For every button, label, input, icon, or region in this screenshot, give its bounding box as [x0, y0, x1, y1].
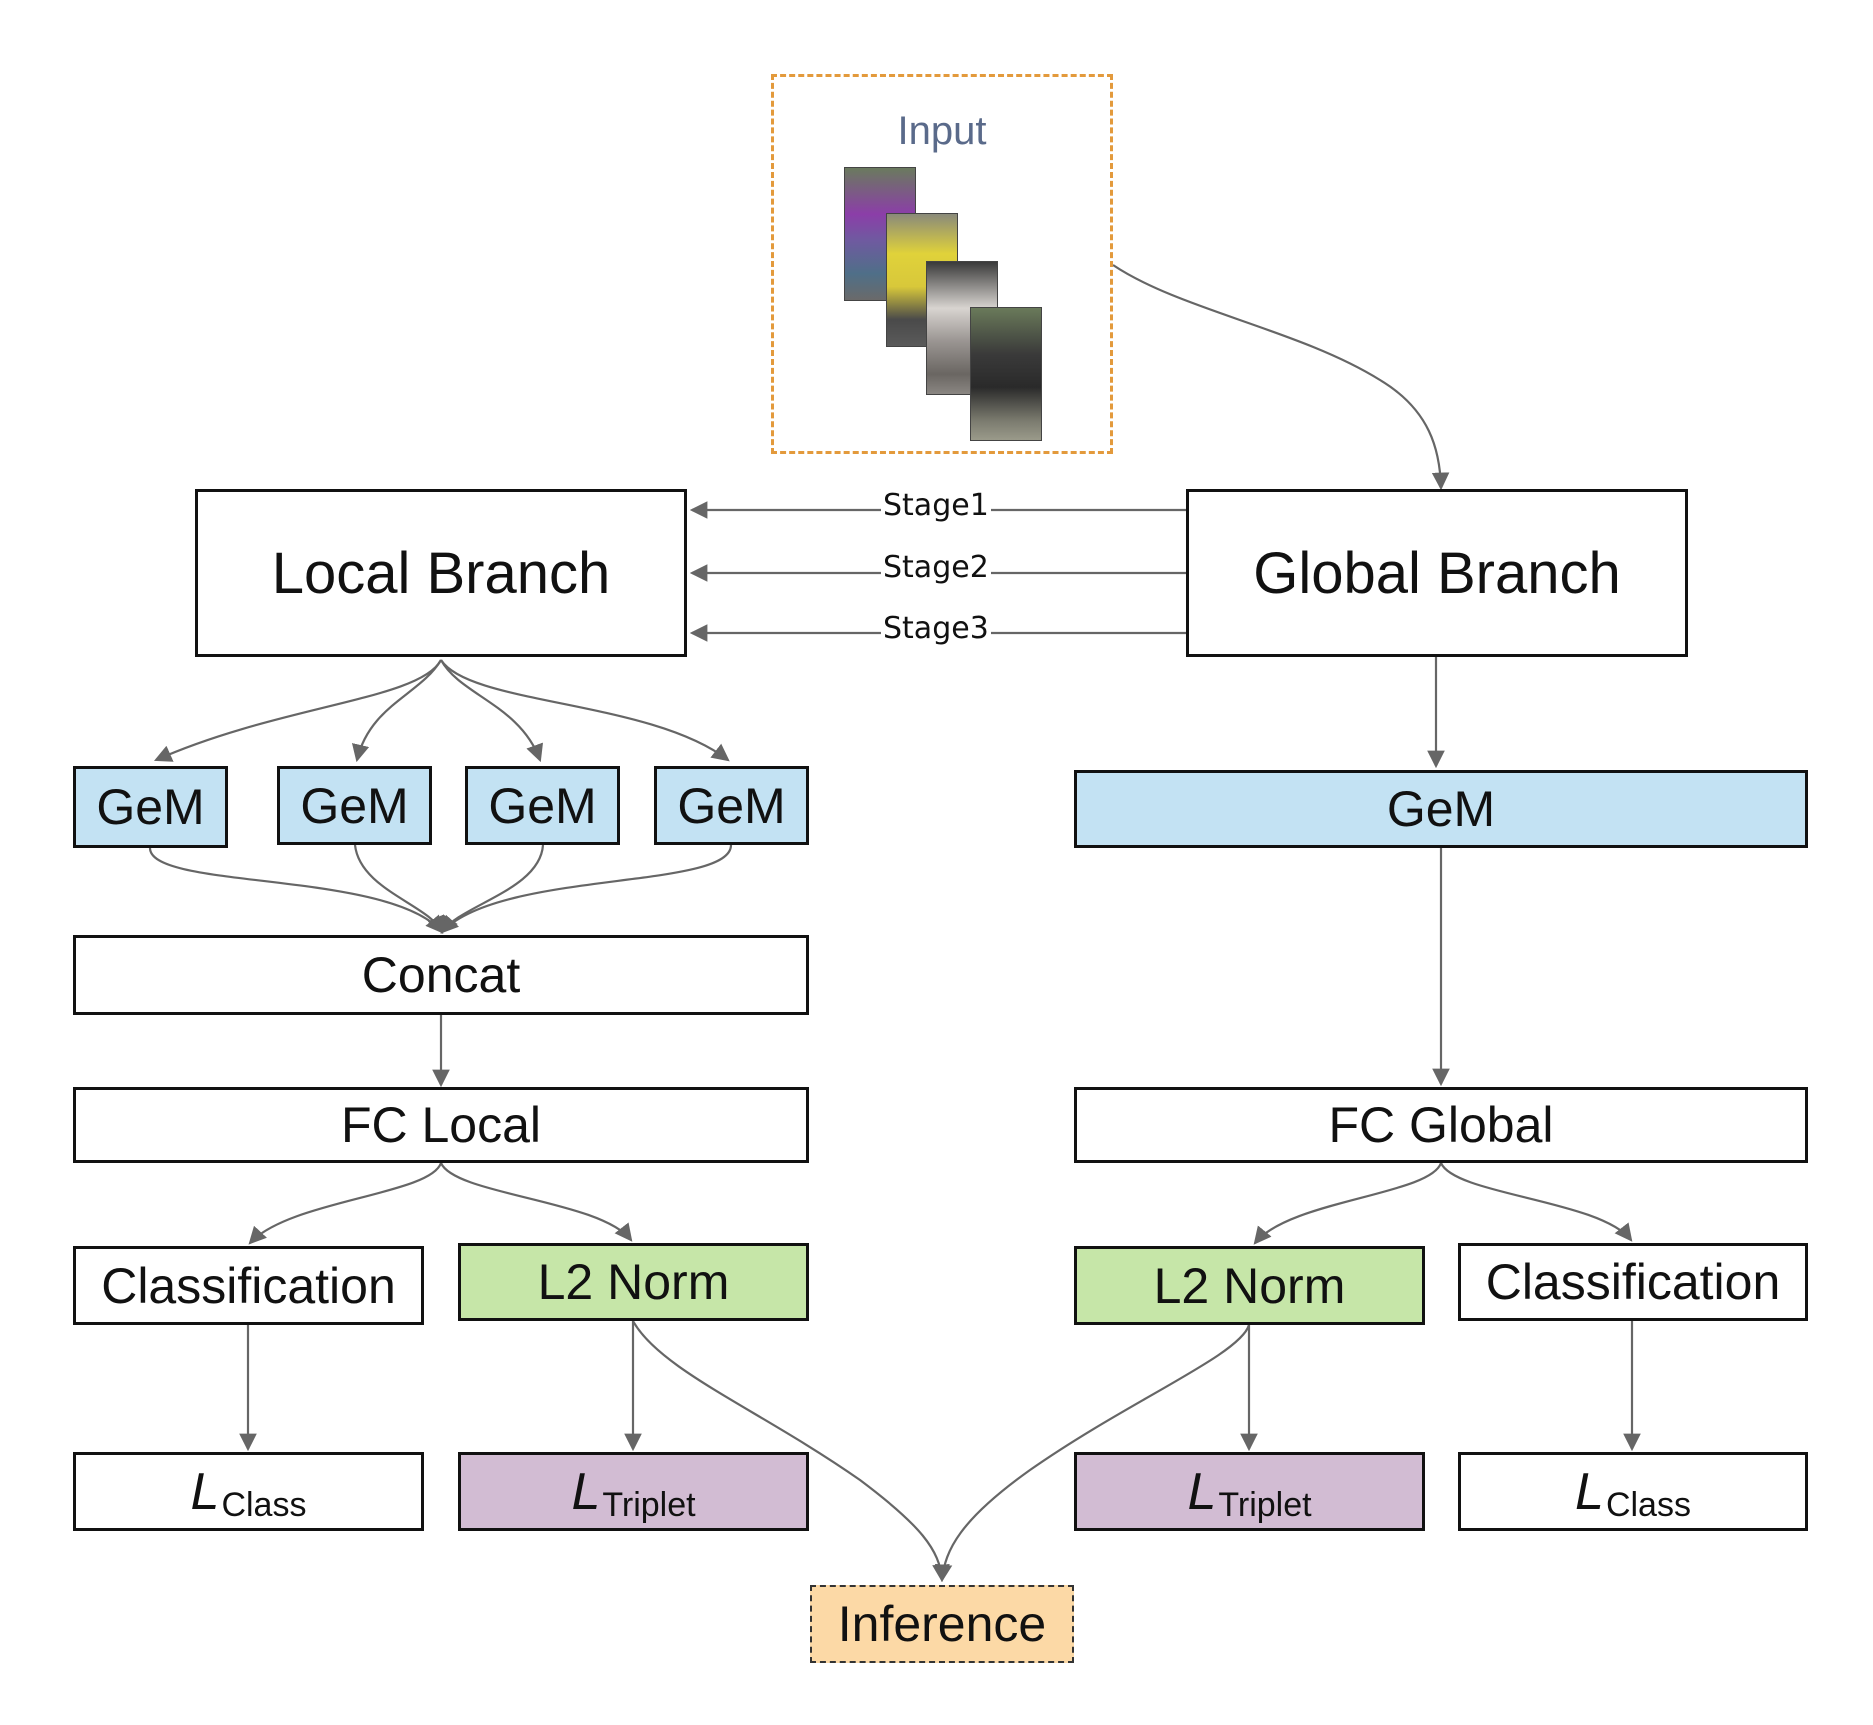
edge-local-gem1 — [153, 659, 442, 762]
local-gem-4: GeM — [654, 766, 809, 845]
loss-subscript: Class — [221, 1486, 307, 1524]
stage3-label: Stage3 — [881, 611, 991, 646]
global-l2norm-box: L2 Norm — [1074, 1246, 1425, 1325]
edge-gem2-concat — [353, 844, 444, 935]
edge-local-gem4 — [440, 659, 730, 762]
loss-symbol: L — [1575, 1462, 1604, 1521]
edge-l2global-inference — [934, 1324, 1251, 1583]
edge-gem4-concat — [440, 844, 733, 934]
concat-box: Concat — [73, 935, 809, 1015]
local-gem-2: GeM — [277, 766, 432, 845]
edge-fclocal-class — [248, 1162, 443, 1245]
stage1-label: Stage1 — [881, 488, 991, 523]
local-branch-box: Local Branch — [195, 489, 687, 657]
loss-subscript: Triplet — [1218, 1486, 1312, 1524]
input-frame: Input — [771, 74, 1113, 454]
loss-subscript: Class — [1605, 1486, 1691, 1524]
input-thumbnail-4 — [970, 307, 1042, 441]
input-label: Input — [897, 109, 987, 153]
loss-symbol: L — [1187, 1462, 1217, 1521]
local-l2norm-box: L2 Norm — [458, 1243, 809, 1321]
edge-gem1-concat — [148, 847, 444, 934]
inference-box: Inference — [810, 1585, 1074, 1663]
edge-fcglobal-class — [1439, 1162, 1633, 1242]
loss-symbol: L — [190, 1462, 220, 1521]
edge-l2local-inference — [632, 1320, 950, 1583]
loss-symbol: L — [571, 1462, 601, 1521]
local-gem-3: GeM — [465, 766, 620, 845]
loss-subscript: Triplet — [602, 1486, 696, 1524]
edge-input-global — [1112, 264, 1450, 491]
global-gem: GeM — [1074, 770, 1808, 848]
local-classification-box: Classification — [73, 1246, 424, 1325]
global-branch-label: Global Branch — [1253, 540, 1621, 606]
fc-local-box: FC Local — [73, 1087, 809, 1163]
edge-fclocal-l2 — [439, 1162, 633, 1242]
fc-global-box: FC Global — [1074, 1087, 1808, 1163]
local-gem-1: GeM — [73, 766, 228, 848]
edge-local-gem3 — [440, 659, 543, 763]
global-classification-box: Classification — [1458, 1243, 1808, 1321]
edge-fcglobal-l2 — [1253, 1162, 1443, 1245]
global-branch-box: Global Branch — [1186, 489, 1688, 657]
stage2-label: Stage2 — [881, 550, 991, 585]
local-branch-label: Local Branch — [271, 540, 611, 606]
edge-local-gem2 — [351, 659, 442, 763]
